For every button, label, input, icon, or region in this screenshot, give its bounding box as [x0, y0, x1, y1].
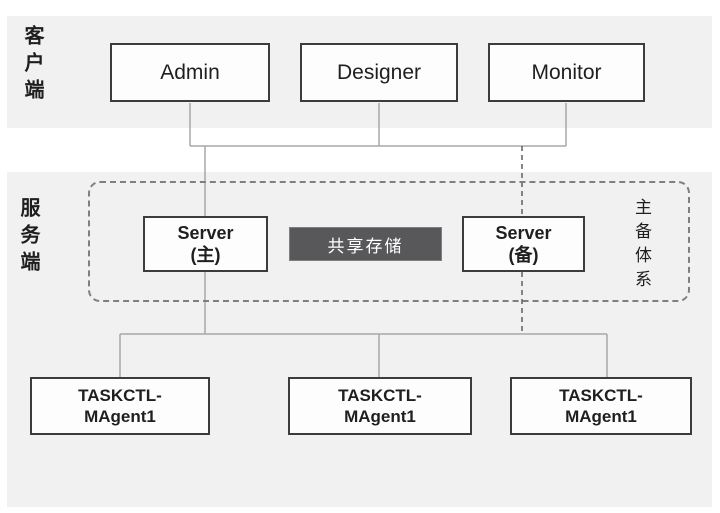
shared-storage-label: 共享存储 [327, 236, 404, 256]
agent3-label-line2: MAgent1 [565, 407, 637, 426]
agent2-label-line2: MAgent1 [344, 407, 416, 426]
server-backup-label-line1: Server [495, 223, 552, 243]
server-main-label-line2: (主) [190, 245, 221, 265]
agent-node-1: TASKCTL- MAgent1 [30, 377, 210, 435]
designer-node: Designer [300, 43, 458, 102]
admin-node-label: Admin [160, 60, 220, 84]
agent2-label-line1: TASKCTL- [338, 386, 422, 405]
agent-node-2: TASKCTL- MAgent1 [288, 377, 472, 435]
shared-storage-node: 共享存储 [289, 227, 442, 261]
admin-node: Admin [110, 43, 270, 102]
monitor-node-label: Monitor [531, 60, 602, 84]
monitor-node: Monitor [488, 43, 645, 102]
client-band-label: 客户端 [21, 25, 43, 106]
agent1-label-line2: MAgent1 [84, 407, 156, 426]
server-band-label: 服务端 [17, 197, 39, 278]
designer-node-label: Designer [336, 60, 422, 84]
server-backup-label-line2: (备) [508, 245, 539, 265]
server-main-label-line1: Server [177, 223, 234, 243]
server-backup-node: Server (备) [462, 216, 585, 272]
server-main-node: Server (主) [143, 216, 268, 272]
agent3-label-line1: TASKCTL- [559, 386, 643, 405]
agent1-label-line1: TASKCTL- [78, 386, 162, 405]
agent-node-3: TASKCTL- MAgent1 [510, 377, 692, 435]
ha-group-dashed-frame [88, 181, 690, 302]
ha-group-label: 主备体系 [632, 198, 651, 294]
